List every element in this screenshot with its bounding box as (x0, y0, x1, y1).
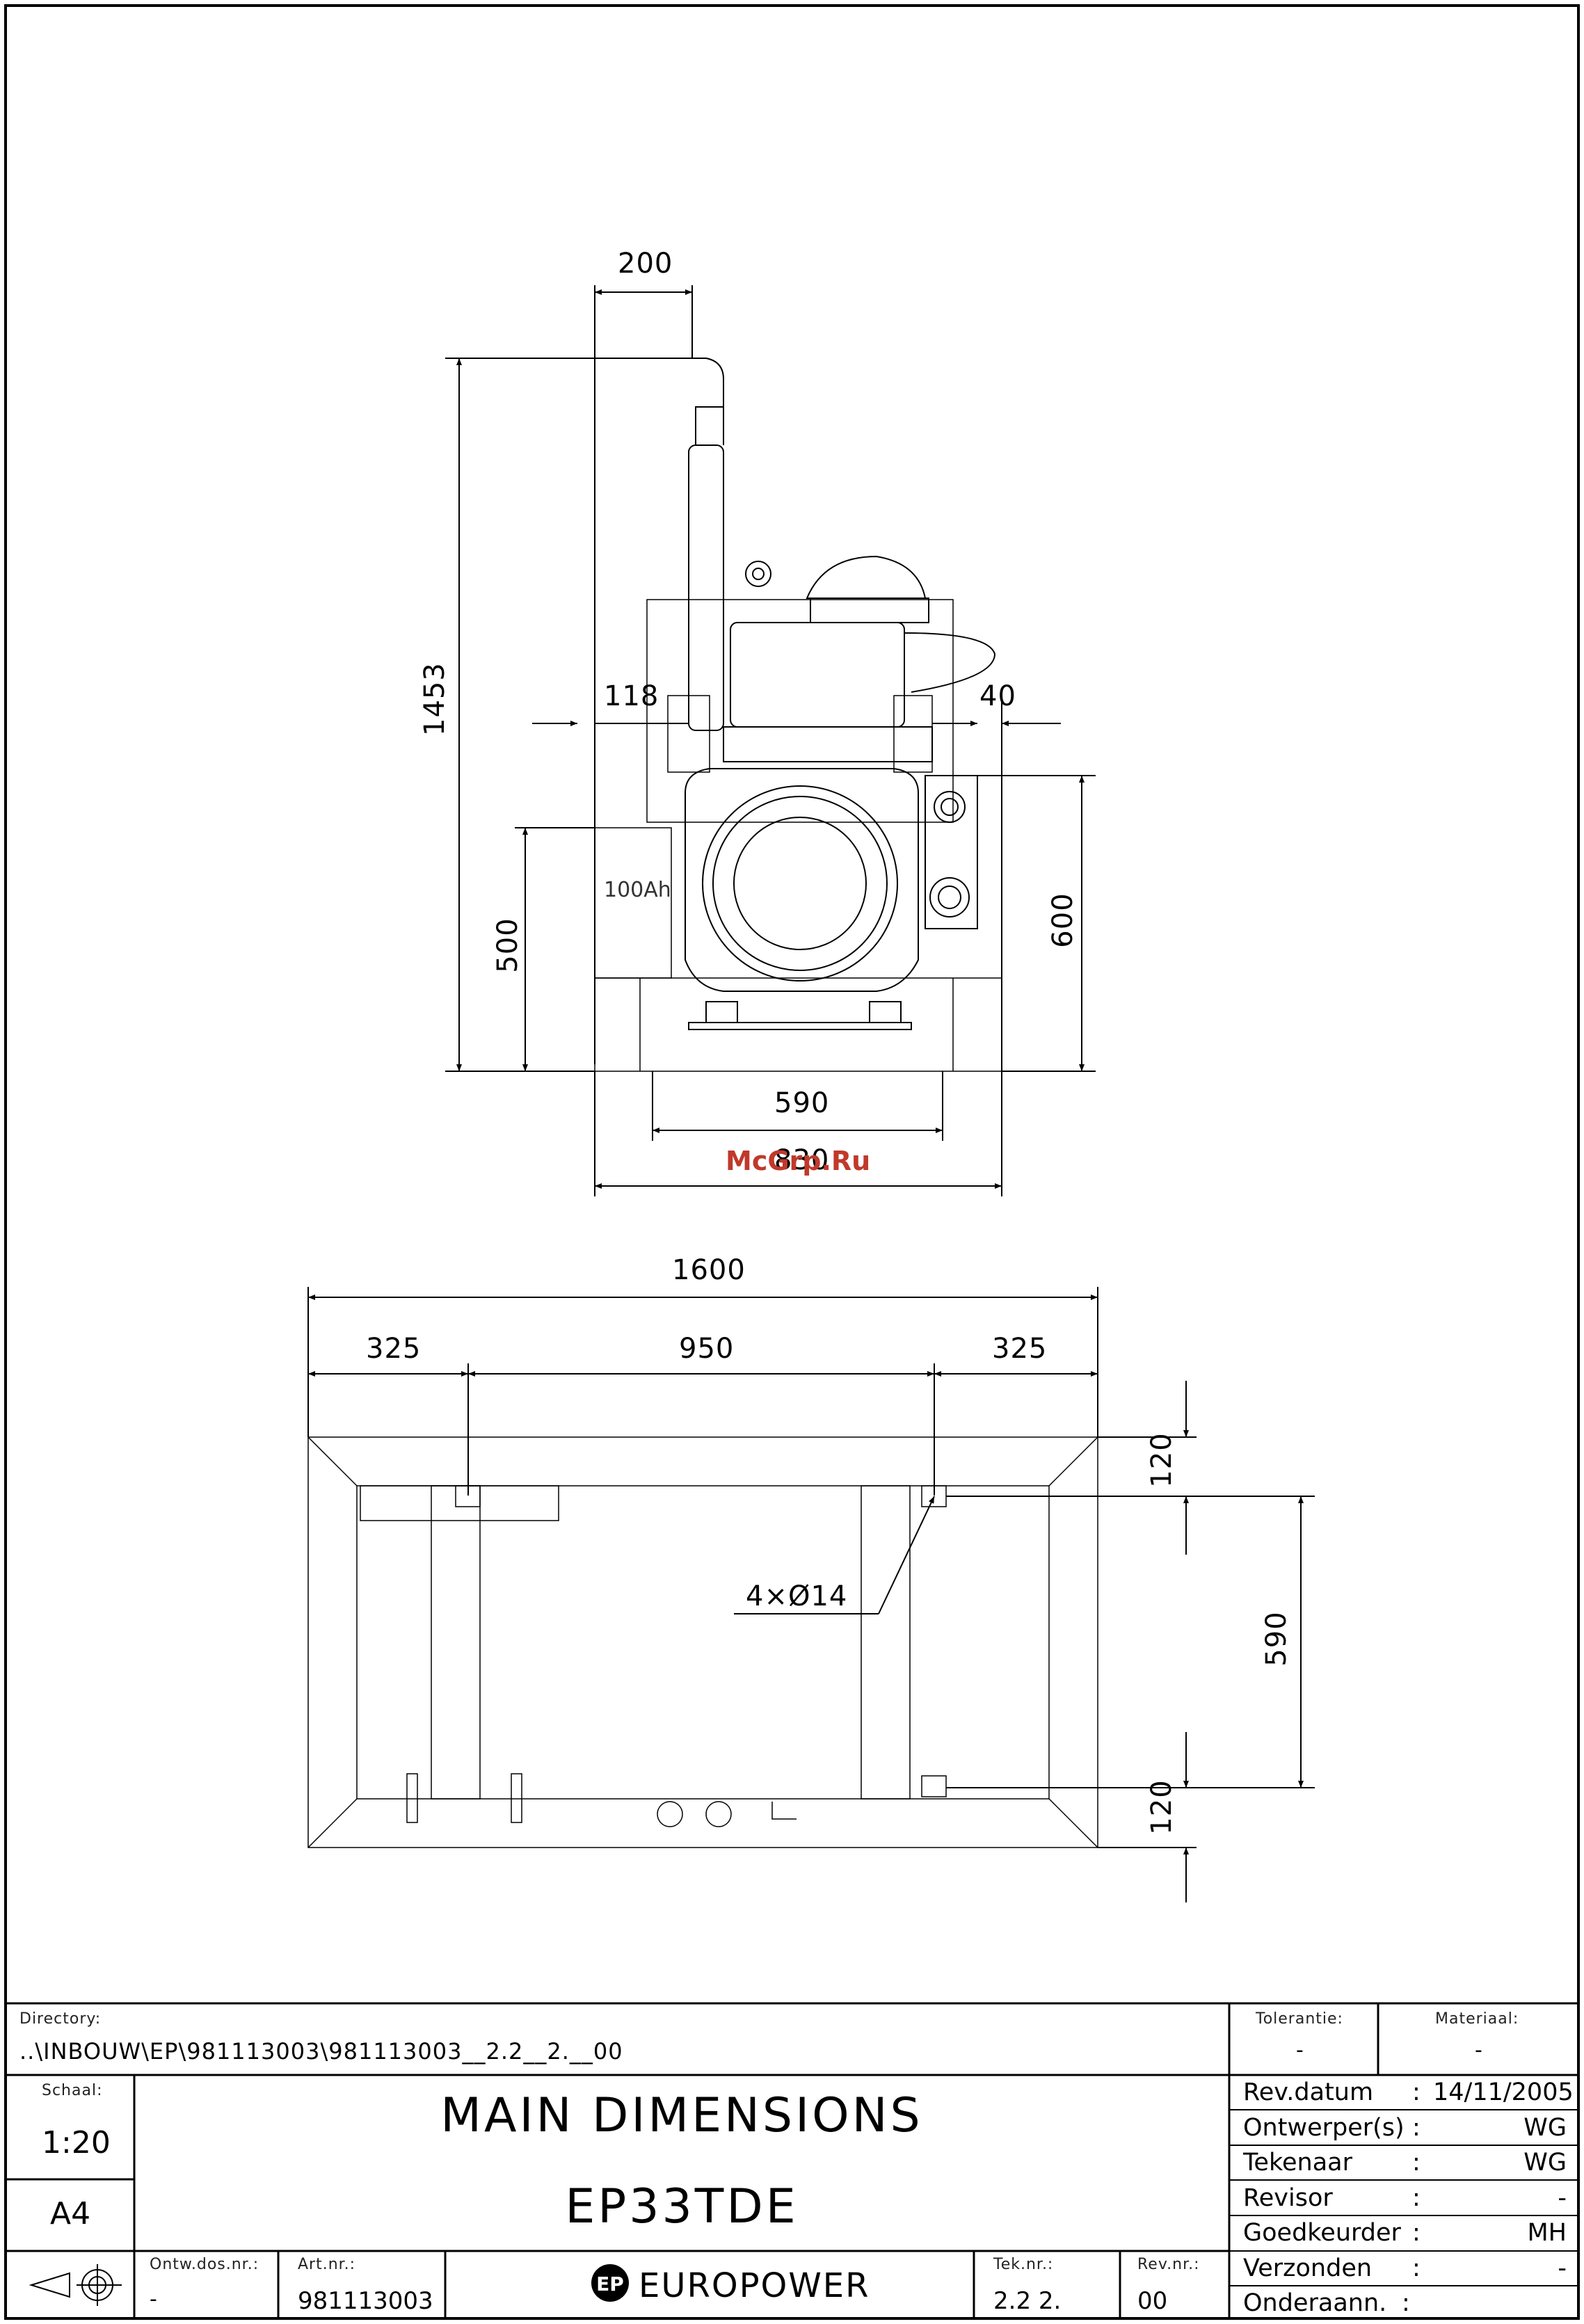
field-sep: : (1412, 2254, 1421, 2282)
dim-top-edge: 120 (1146, 1432, 1178, 1488)
materiaal-value: - (1475, 2038, 1482, 2062)
field-value-rev-datum: 14/11/2005 (1433, 2078, 1574, 2106)
tolerantie-value: - (1296, 2038, 1304, 2062)
field-value-verzonden: - (1558, 2254, 1567, 2282)
dim-total-height: 1453 (419, 662, 451, 736)
projection-symbol-icon (29, 2264, 122, 2306)
tek-value: 2.2 2. (993, 2287, 1062, 2315)
field-label-ontwerper: Ontwerper(s) (1243, 2114, 1405, 2142)
schaal-value: 1:20 (42, 2125, 111, 2161)
dim-left-offset: 118 (604, 680, 659, 712)
format-value: A4 (50, 2196, 91, 2231)
field-label-verzonden: Verzonden (1243, 2254, 1373, 2282)
dim-hole-spacing: 590 (1261, 1611, 1293, 1667)
sheet-border (4, 4, 1580, 2320)
field-sep: : (1412, 2114, 1421, 2142)
materiaal-label: Materiaal: (1435, 2010, 1519, 2028)
dim-exhaust-offset: 200 (618, 248, 673, 280)
field-sep: : (1412, 2078, 1421, 2106)
field-sep: : (1412, 2219, 1421, 2247)
field-value-tekenaar: WG (1523, 2149, 1567, 2177)
schaal-label: Schaal: (42, 2082, 103, 2099)
ontw-label: Ontw.dos.nr.: (150, 2256, 259, 2273)
field-sep: : (1412, 2184, 1421, 2212)
field-label-goedkeurder: Goedkeurder (1243, 2219, 1401, 2247)
rev-label: Rev.nr.: (1137, 2256, 1200, 2273)
field-value-goedkeurder: MH (1527, 2219, 1567, 2247)
directory-label: Directory: (19, 2010, 102, 2028)
title-block-field-rows (1229, 2109, 1578, 2286)
europower-logo-text: EUROPOWER (639, 2266, 870, 2305)
watermark: McGrp.Ru (726, 1146, 871, 1176)
front-view-dimensions (445, 285, 1096, 1196)
rev-value: 00 (1137, 2287, 1168, 2315)
directory-value: ..\INBOUW\EP\981113003\981113003__2.2__2… (19, 2038, 623, 2065)
field-label-revisor: Revisor (1243, 2184, 1333, 2212)
title-block-grid (6, 2002, 1578, 2318)
tolerantie-label: Tolerantie: (1256, 2010, 1343, 2028)
dim-bottom-edge: 120 (1146, 1779, 1178, 1835)
field-label-tekenaar: Tekenaar (1243, 2149, 1352, 2177)
dim-total-width: 830 (774, 1144, 830, 1176)
field-sep: : (1412, 2149, 1421, 2177)
tek-label: Tek.nr.: (993, 2256, 1054, 2273)
dim-panel-height: 600 (1047, 892, 1079, 948)
dim-holes: 4×Ø14 (746, 1580, 848, 1612)
battery (594, 827, 672, 979)
logo-mark-text: EP (596, 2273, 624, 2295)
top-view-dimensions (307, 1287, 1315, 1902)
dim-center: 950 (679, 1333, 735, 1365)
battery-label: 100Ah (604, 878, 671, 902)
dim-left-margin: 325 (366, 1333, 422, 1365)
front-view (594, 358, 1002, 1072)
drawing-title: MAIN DIMENSIONS (440, 2088, 923, 2143)
field-sep: : (1402, 2289, 1410, 2317)
art-label: Art.nr.: (298, 2256, 356, 2273)
ontw-value: - (150, 2287, 157, 2311)
field-label-onderaann: Onderaann. (1243, 2289, 1387, 2317)
field-value-revisor: - (1558, 2184, 1567, 2212)
dim-battery-height: 500 (492, 917, 524, 973)
art-value: 981113003 (298, 2287, 433, 2315)
field-label-rev-datum: Rev.datum (1243, 2078, 1374, 2106)
drawing-subtitle: EP33TDE (565, 2179, 799, 2234)
europower-logo-icon: EP (591, 2264, 629, 2302)
dim-inner-width: 590 (774, 1087, 830, 1119)
dim-right-margin: 325 (992, 1333, 1048, 1365)
dim-right-offset: 40 (979, 680, 1016, 712)
dim-total-length: 1600 (672, 1254, 746, 1286)
field-value-ontwerper: WG (1523, 2114, 1567, 2142)
top-view (307, 1436, 1098, 1848)
